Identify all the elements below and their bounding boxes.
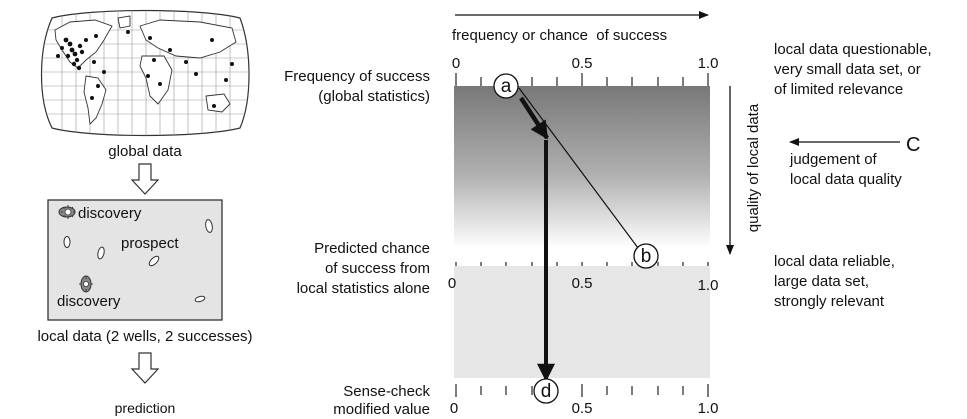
global-row-label-2: (global statistics) <box>318 88 430 105</box>
note-judgement-2: local data quality <box>790 171 902 188</box>
note-questionable-3: of limited relevance <box>774 81 903 98</box>
discovery-label-top: discovery <box>78 205 142 222</box>
top-scale: 0 0.5 1.0 <box>452 55 719 86</box>
top-scale-tick-1-0: 1.0 <box>698 55 719 72</box>
prospect-label: prospect <box>121 235 179 252</box>
middle-scale-tick-0: 0 <box>448 275 456 292</box>
world-map <box>40 9 250 137</box>
point-c-label: C <box>906 134 920 156</box>
note-judgement-1: judgement of <box>789 151 878 168</box>
local-data-caption: local data (2 wells, 2 successes) <box>37 328 252 345</box>
discovery-field-top <box>58 205 76 219</box>
point-b: b <box>633 243 659 269</box>
point-d-label: d <box>541 381 552 402</box>
point-a: a <box>493 73 519 99</box>
discovery-label-bottom: discovery <box>57 293 121 310</box>
note-reliable-2: large data set, <box>774 273 869 290</box>
bottom-scale-tick-1-0: 1.0 <box>698 400 719 417</box>
local-row-label-1: Predicted chance <box>314 240 430 257</box>
bottom-scale: 0 0.5 1.0 <box>450 384 719 417</box>
global-row-label-1: Frequency of success <box>284 68 430 85</box>
bottom-scale-tick-0: 0 <box>450 400 458 417</box>
weighting-arrow <box>519 96 549 140</box>
local-row-label-3: local statistics alone <box>297 280 430 297</box>
global-to-local-line <box>518 87 645 257</box>
local-statistics-band <box>454 266 710 378</box>
well-dots <box>56 30 234 108</box>
middle-scale-tick-0-5: 0.5 <box>572 275 593 292</box>
quality-gradient-band <box>454 86 710 248</box>
check-row-label-2: modified value <box>333 401 430 418</box>
point-b-label: b <box>641 246 652 267</box>
check-row-label-1: Sense-check <box>343 383 430 400</box>
note-reliable-1: local data reliable, <box>774 253 895 270</box>
top-scale-tick-0: 0 <box>452 55 460 72</box>
local-map: discovery prospect discovery <box>47 199 223 321</box>
discovery-field-bottom <box>79 275 93 293</box>
prediction-caption: prediction <box>115 400 176 416</box>
point-d: d <box>533 378 559 404</box>
prospect-outlines <box>63 219 213 303</box>
top-scale-tick-0-5: 0.5 <box>572 55 593 72</box>
note-questionable-1: local data questionable, <box>774 41 932 58</box>
middle-scale-tick-1-0: 1.0 <box>698 277 719 294</box>
local-row-label-2: of success from <box>325 260 430 277</box>
flow-arrow-down-2 <box>130 352 160 384</box>
note-reliable-3: strongly relevant <box>774 293 885 310</box>
bottom-scale-tick-0-5: 0.5 <box>572 400 593 417</box>
frequency-axis-label: frequency or chance of success <box>452 27 667 44</box>
quality-axis-label: quality of local data <box>745 103 762 232</box>
flow-arrow-down-1 <box>130 163 160 195</box>
point-a-label: a <box>501 76 512 97</box>
global-data-caption: global data <box>108 143 182 160</box>
note-questionable-2: very small data set, or <box>774 61 921 78</box>
